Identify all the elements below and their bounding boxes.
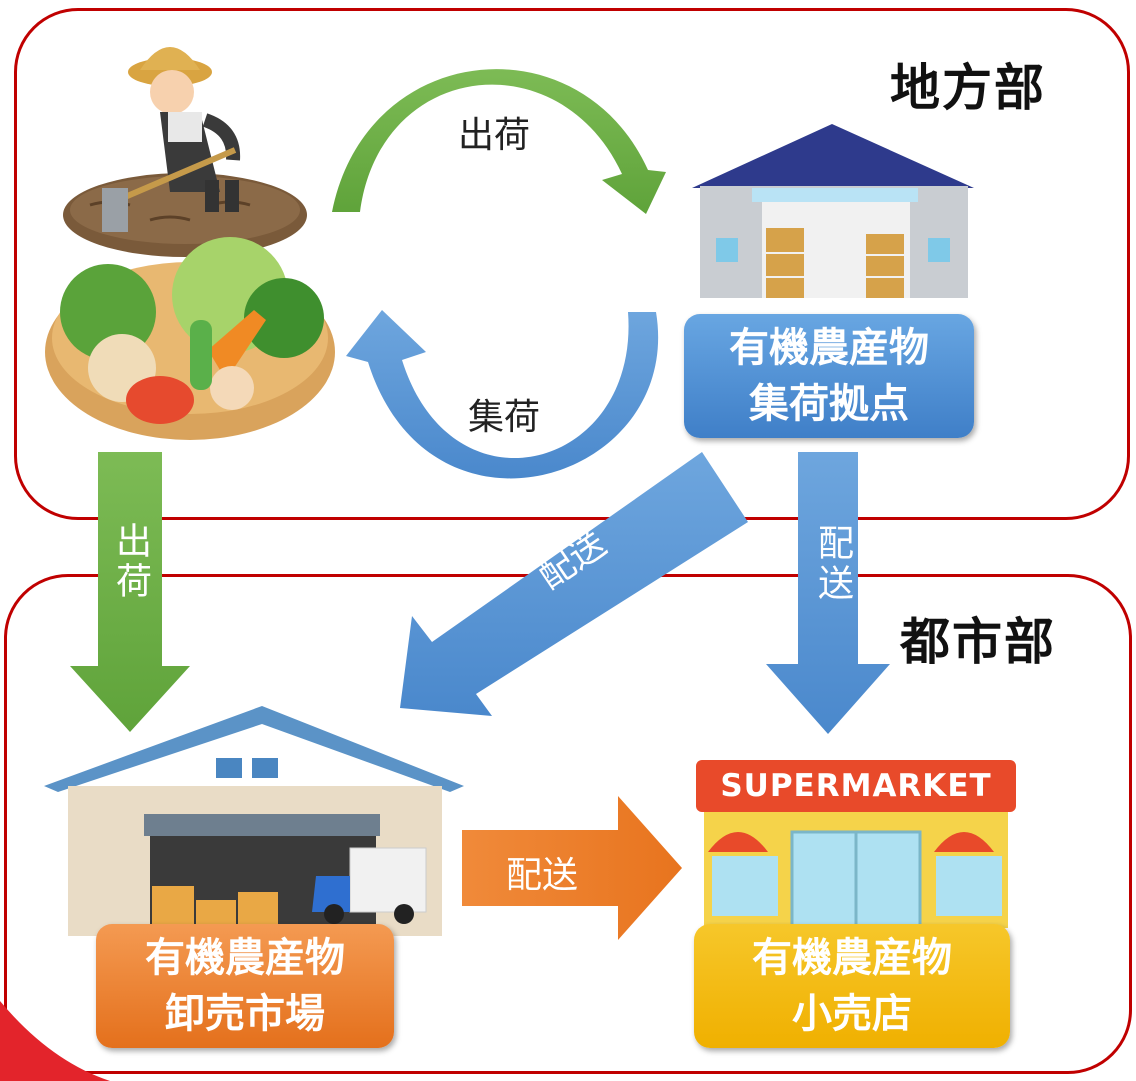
deliver-hub-to-store-down-arrow	[766, 452, 890, 734]
deliver-hub-to-store-label: 配送	[812, 524, 853, 604]
collection-hub-label-line1: 有機農産物	[729, 325, 929, 371]
deliver-hub-to-market-diagonal-arrow	[400, 452, 748, 716]
wholesale-market-warehouse-icon	[44, 706, 464, 936]
deliver-market-to-store-right-arrow	[462, 796, 682, 940]
vegetable-basket-illustration	[45, 237, 335, 440]
retail-store-label-line2: 小売店	[792, 991, 912, 1037]
deliver-market-to-store-label: 配送	[506, 855, 579, 896]
retail-store-label-line1: 有機農産物	[752, 935, 952, 981]
ship-to-hub-label: 出荷	[458, 115, 531, 156]
supermarket-icon	[696, 760, 1016, 930]
urban-region-title: 都市部	[900, 613, 1056, 671]
supermarket-sign-text: SUPERMARKET	[720, 768, 992, 804]
wholesale-market-label-line1: 有機農産物	[145, 935, 345, 981]
wholesale-market-label: 有機農産物 卸売市場	[96, 924, 394, 1048]
collect-from-farm-label: 集荷	[468, 397, 541, 438]
wholesale-market-label-line2: 卸売市場	[165, 991, 325, 1037]
corner-accent	[0, 1001, 110, 1081]
retail-store-label: 有機農産物 小売店	[694, 924, 1010, 1048]
collection-hub-warehouse-icon	[692, 124, 974, 298]
ship-to-hub-curved-arrow	[332, 69, 666, 215]
rural-region-title: 地方部	[890, 59, 1046, 117]
farmer-illustration	[63, 47, 307, 257]
collect-from-farm-curved-arrow	[346, 310, 659, 479]
collection-hub-label-line2: 集荷拠点	[749, 381, 909, 427]
ship-to-market-down-arrow	[70, 452, 190, 732]
ship-to-market-label: 出荷	[110, 522, 151, 602]
rural-region-frame	[14, 8, 1130, 520]
collection-hub-label: 有機農産物 集荷拠点	[684, 314, 974, 438]
